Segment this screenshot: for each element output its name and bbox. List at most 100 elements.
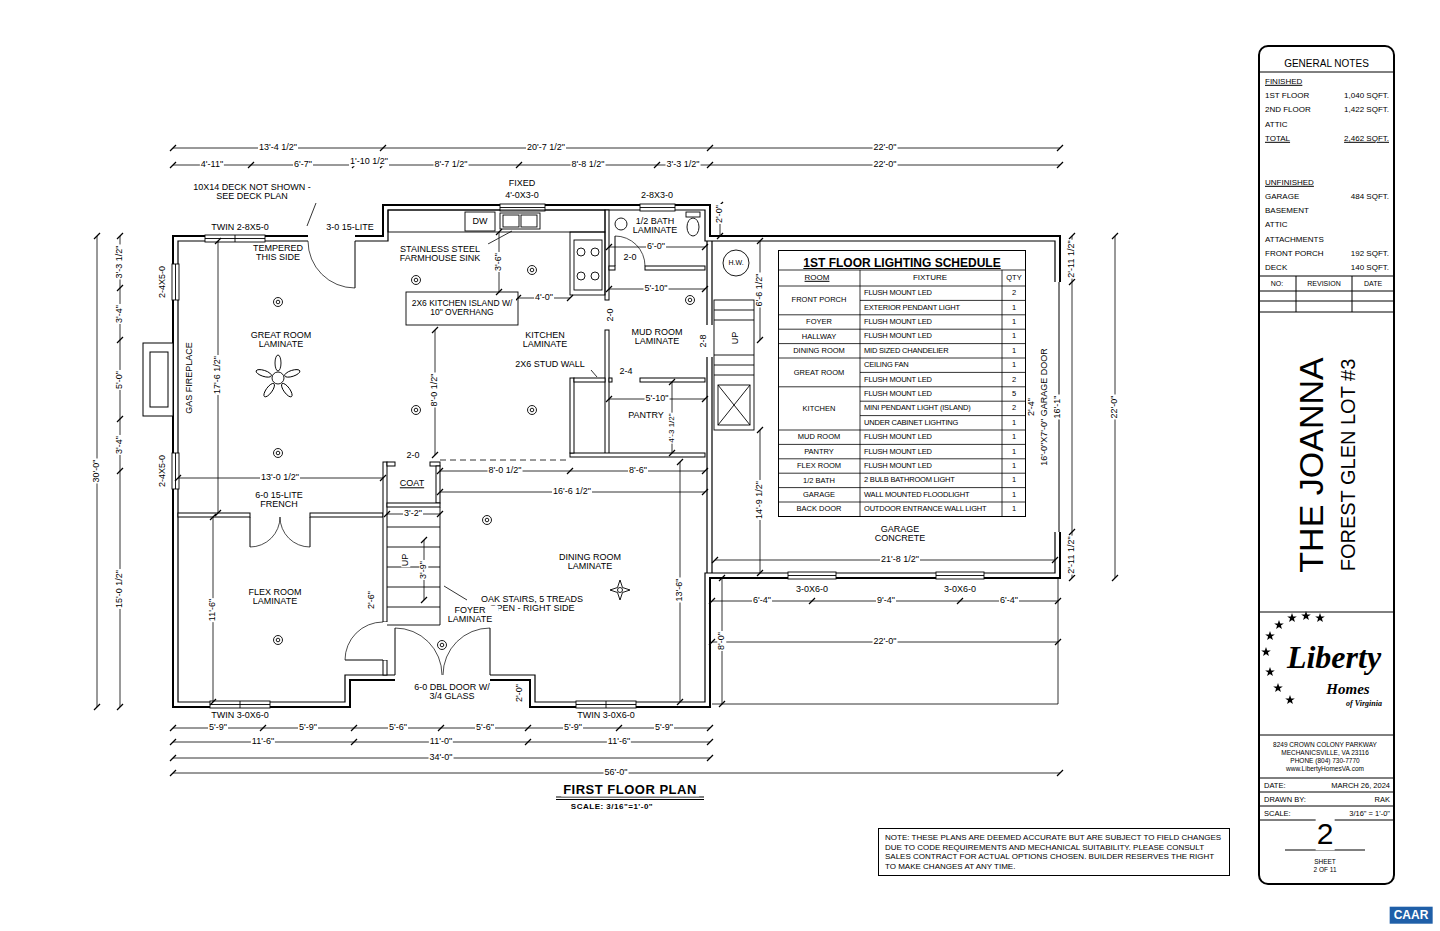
plan-annotation: 6'-7" (293, 160, 313, 169)
logo-star (1315, 613, 1325, 622)
title-block-text: ATTACHMENTS (1264, 236, 1325, 244)
plan-annotation: GAS FIREPLACE (185, 341, 194, 415)
schedule-cell: PANTRY (803, 448, 835, 456)
dimension-line (1115, 236, 1116, 578)
ceiling-light (483, 516, 492, 525)
plan-annotation: 8'-7 1/2" (434, 160, 469, 169)
kitchen-cabinet (500, 213, 540, 229)
plan-annotation: 4'-3 1/2" (668, 412, 676, 443)
plan-annotation: 2'-11 1/2" (1067, 535, 1076, 574)
title-block-text: NO: (1270, 280, 1284, 287)
plan-annotation: TWIN 3-0X6-0 (576, 711, 636, 720)
plan-annotation: 16'-0"X7'-0" GARAGE DOOR (1040, 347, 1049, 466)
leader-line (591, 370, 597, 377)
plan-annotation: 8'-0 1/2" (488, 466, 523, 475)
door (250, 517, 310, 547)
plumbing-fixture (615, 218, 627, 230)
schedule-cell: FLUSH MOUNT LED (863, 289, 933, 297)
door (615, 236, 616, 266)
dimension-line (757, 238, 763, 244)
title-block-text: Homes (1325, 682, 1370, 698)
logo-star (1274, 620, 1284, 629)
window (640, 204, 675, 211)
dimension-line (709, 598, 715, 604)
schedule-cell: 1 (1011, 332, 1017, 340)
ceiling-fan (275, 355, 281, 371)
schedule-table: 1ST FLOOR LIGHTING SCHEDULE (778, 250, 1026, 517)
title-block-text: Liberty (1286, 641, 1382, 675)
plumbing-fixture (723, 250, 749, 276)
dimension-line (606, 244, 612, 250)
ceiling-light (528, 406, 537, 415)
interior-wall (609, 266, 615, 270)
ceiling-light (440, 643, 444, 647)
door (395, 628, 490, 675)
plan-annotation: 3'-6" (494, 252, 503, 272)
dimension-line (567, 468, 573, 474)
schedule-cell: FLUSH MOUNT LED (863, 376, 933, 384)
box-heading: GENERAL NOTES (1284, 58, 1369, 70)
schedule-cell: DINING ROOM (792, 347, 846, 355)
dimension-line (957, 598, 963, 604)
plan-annotation: 6'-6 1/2" (755, 273, 764, 308)
plan-annotation: 3-0X6-0 (795, 585, 829, 594)
dimension-line (680, 462, 681, 702)
logo-star (1265, 667, 1275, 676)
plan-annotation: 8'-0 1/2" (430, 373, 439, 408)
plan-annotation: GREAT ROOM LAMINATE (245, 331, 317, 350)
title-block-text: www.LibertyHomesVA.com (1285, 766, 1365, 773)
schedule-cell: 1 (1011, 318, 1017, 326)
title-block-text: DATE (1363, 280, 1383, 287)
title-block-rule (1258, 72, 1395, 850)
schedule-cell: OUTDOOR ENTRANCE WALL LIGHT (863, 505, 987, 513)
schedule-grid (778, 473, 1026, 474)
logo-star (1285, 695, 1295, 704)
schedule-cell: FLUSH MOUNT LED (863, 462, 933, 470)
ceiling-light (412, 276, 421, 285)
plan-annotation: 2'-11 1/2" (1067, 239, 1076, 278)
schedule-cell: 1 (1011, 419, 1017, 427)
interior-wall (645, 266, 705, 270)
dimension-line (432, 452, 438, 458)
title-block-text: PHONE (804) 730-7770 (1289, 758, 1360, 765)
title-block-text: 2 (1316, 818, 1335, 850)
dimension-line (1072, 236, 1073, 578)
plan-annotation: 5'-0" (115, 370, 124, 390)
schedule-cell: FLEX ROOM (796, 462, 842, 470)
plan-annotation: 3'-4" (115, 435, 124, 455)
ceiling-light (274, 298, 283, 307)
window (172, 264, 179, 300)
plan-annotation: 6'-4" (999, 596, 1019, 605)
dimension-line (719, 575, 725, 581)
title-block-text: 484 SQFT. (1350, 193, 1390, 201)
dimension-line (421, 597, 427, 603)
dimension-line (757, 337, 763, 343)
dimension-line (757, 427, 763, 433)
plan-annotation: 8'-8 1/2" (571, 160, 606, 169)
dimension-line (352, 162, 358, 168)
title-block-text: 2,462 SQFT. (1343, 135, 1390, 143)
dimension-line (606, 396, 612, 402)
plan-annotation: 5'-9" (298, 723, 318, 732)
plan-annotation: 3'-9" (419, 560, 428, 580)
dimension-line (496, 229, 502, 235)
plan-annotation: 2-4 (618, 367, 633, 376)
plan-annotation: 2-4X5-0 (158, 265, 167, 299)
plan-annotation: 22'-0" (873, 160, 898, 169)
dimension-line (94, 233, 100, 239)
schedule-cell: 1 (1011, 505, 1017, 513)
plan-annotation: 16'-1" (1053, 395, 1062, 420)
plan-annotation: 5'-9" (563, 723, 583, 732)
plan-annotation: 4'-0" (534, 293, 554, 302)
logo-star (1265, 631, 1275, 640)
dimension-line (94, 145, 1118, 776)
dimension-line (210, 699, 216, 705)
plan-annotation: 2'-4" (1027, 397, 1036, 417)
schedule-cell: MUD ROOM (797, 433, 842, 441)
dimension-line (720, 205, 721, 236)
interior-wall (605, 330, 609, 455)
ceiling-light (276, 638, 280, 642)
plan-annotation: 9'-4" (876, 596, 896, 605)
box-heading: 1ST FLOOR LIGHTING SCHEDULE (803, 256, 1000, 270)
dimension-line (707, 145, 713, 151)
